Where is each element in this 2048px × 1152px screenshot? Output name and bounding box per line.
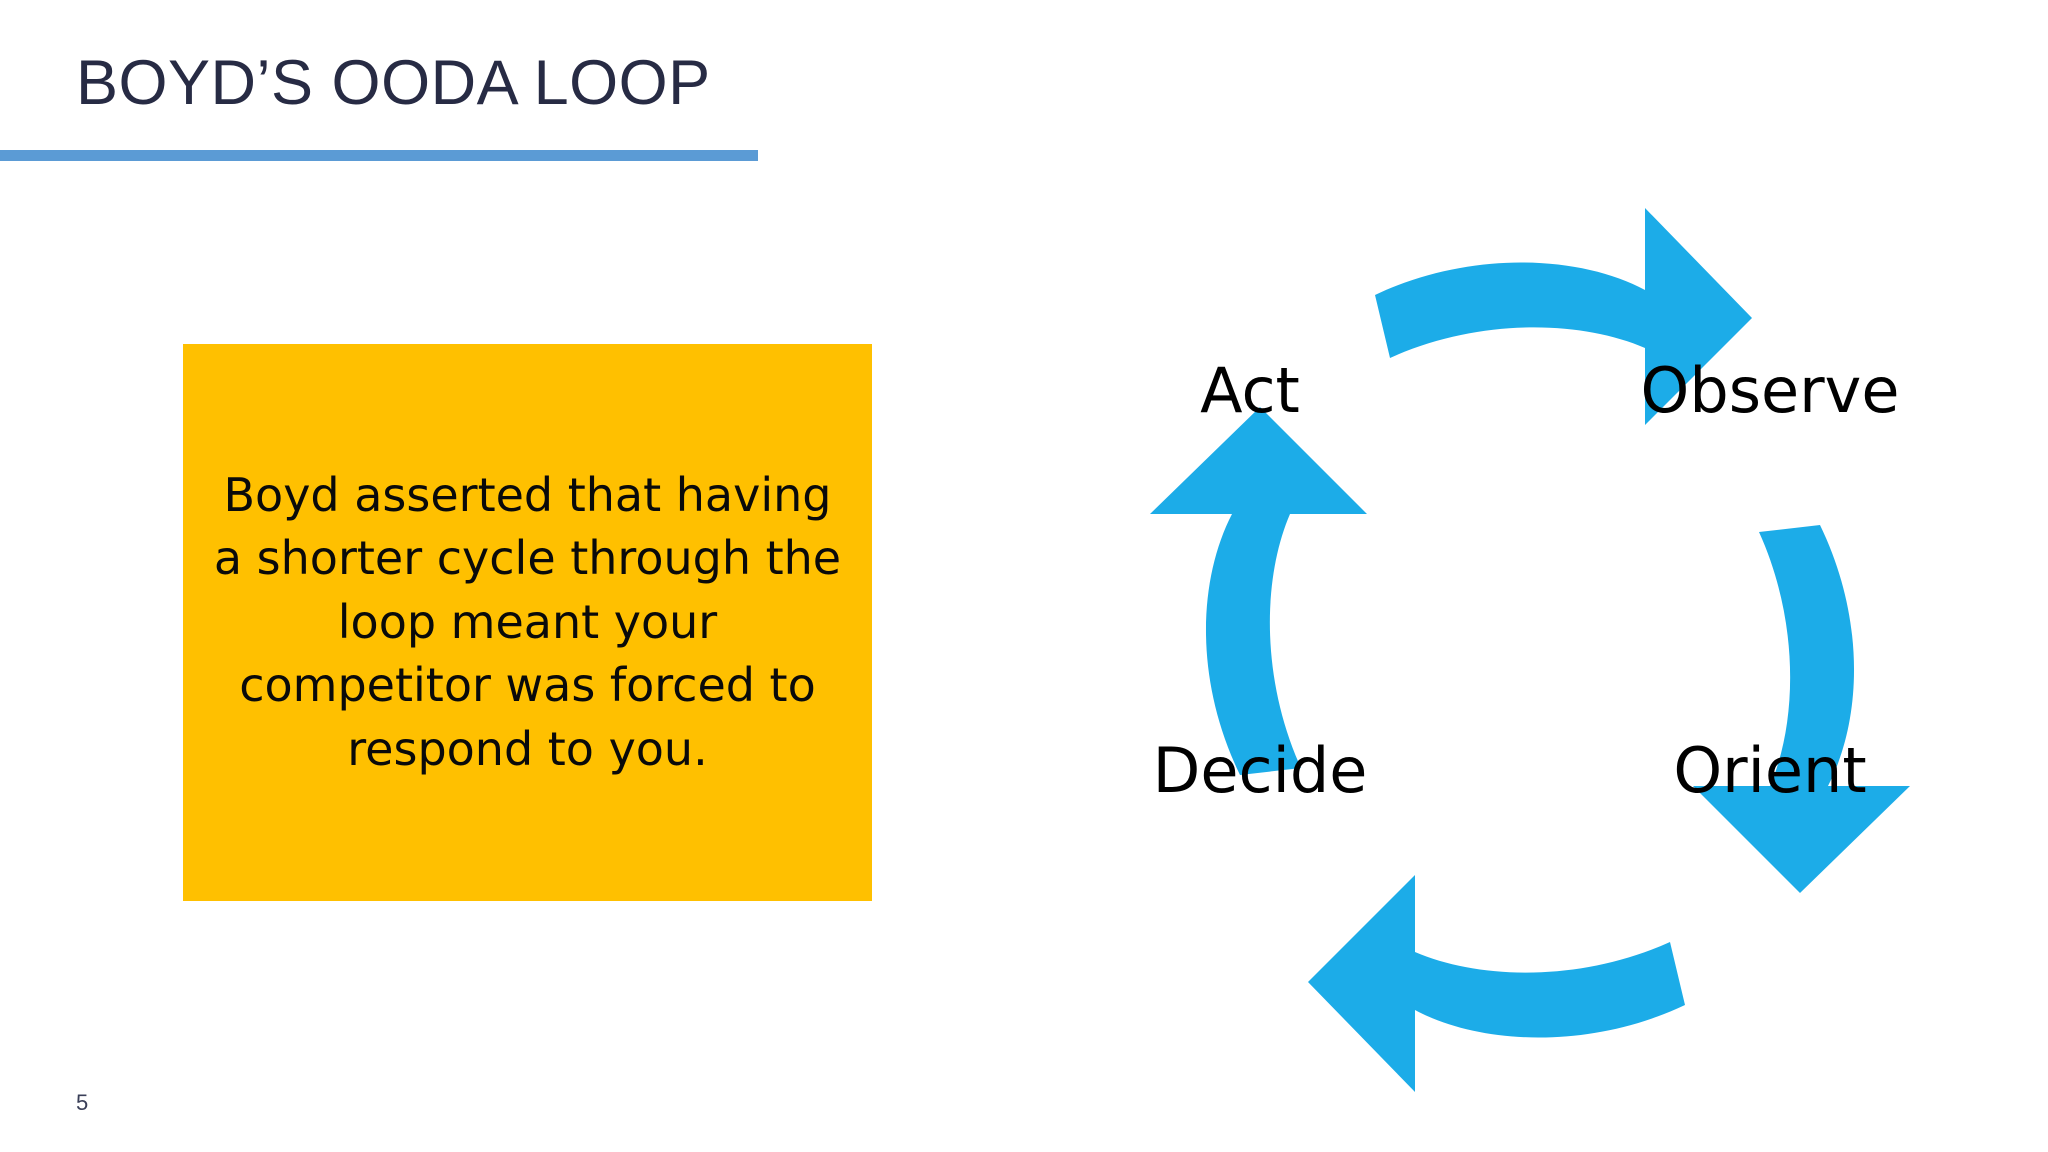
callout-text: Boyd asserted that having a shorter cycl… — [213, 467, 842, 776]
ooda-stage-label-observe: Observe — [1640, 354, 1900, 427]
page-title: BOYD’S OODA LOOP — [76, 48, 711, 118]
ooda-stage-label-act: Act — [1200, 354, 1300, 427]
title-area: BOYD’S OODA LOOP — [0, 0, 2048, 170]
slide-number: 5 — [76, 1090, 89, 1115]
arrow-orient-to-decide-icon — [1308, 875, 1685, 1092]
ooda-arrows-svg — [1150, 208, 1910, 1092]
arrow-act-to-observe-icon — [1375, 208, 1752, 425]
arrow-decide-to-act-icon — [1150, 407, 1367, 775]
ooda-stage-label-orient: Orient — [1673, 734, 1867, 807]
ooda-stage-label-decide: Decide — [1152, 734, 1368, 807]
callout-box: Boyd asserted that having a shorter cycl… — [183, 344, 872, 901]
arrow-observe-to-orient-icon — [1693, 525, 1910, 893]
ooda-loop-diagram: Act Observe Orient Decide — [1080, 200, 1980, 1100]
title-underline-bar — [0, 150, 758, 161]
